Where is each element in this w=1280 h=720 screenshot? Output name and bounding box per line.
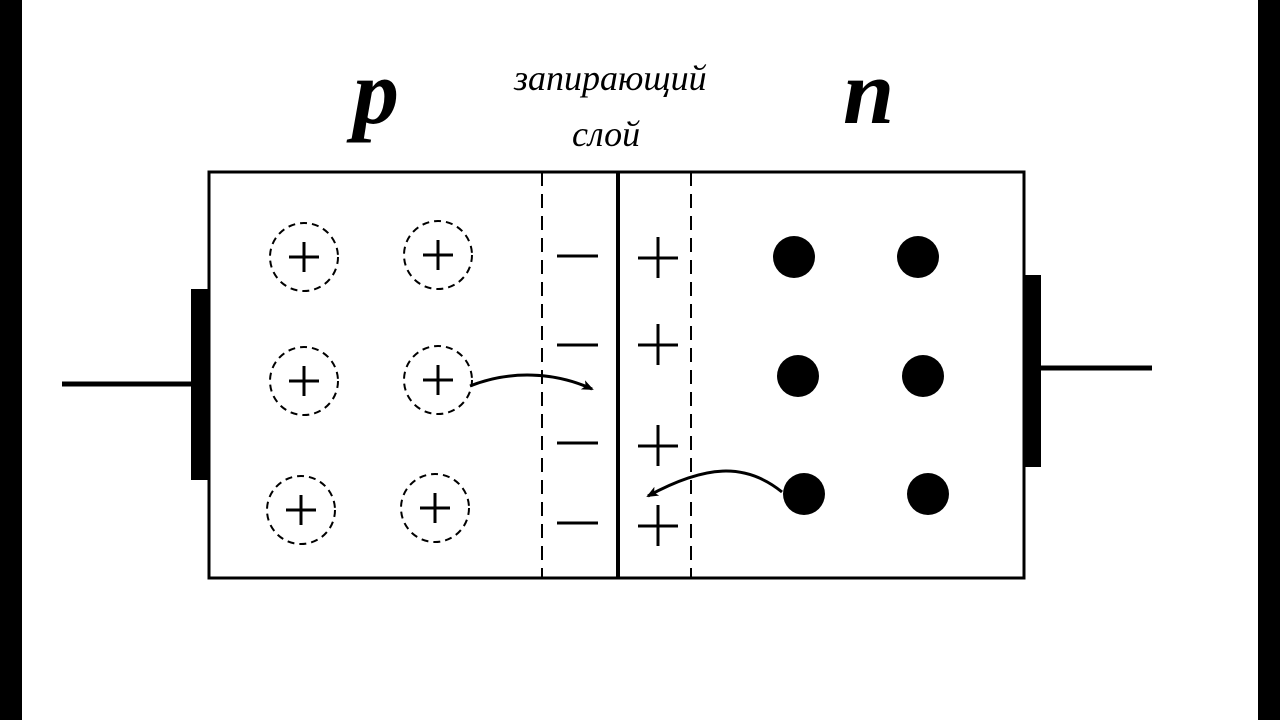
hole <box>403 345 473 415</box>
electron <box>783 473 825 515</box>
hole <box>269 346 339 416</box>
hole <box>400 473 470 543</box>
electron <box>902 355 944 397</box>
hole <box>269 222 339 292</box>
plus-sign <box>638 237 678 278</box>
p-region-holes <box>266 220 473 545</box>
hole <box>403 220 473 290</box>
negative-ions <box>557 254 598 525</box>
barrier-layer-label-line1: запирающий <box>514 58 707 98</box>
plus-sign <box>638 425 678 466</box>
electron <box>773 236 815 278</box>
n-region-electrons <box>773 236 949 515</box>
right-contact <box>1024 275 1041 467</box>
barrier-layer-label-line2: слой <box>572 114 641 154</box>
hole-diffusion-arrow <box>469 373 594 391</box>
plus-sign <box>638 324 678 365</box>
n-region-label: n <box>843 41 895 143</box>
electron <box>777 355 819 397</box>
left-contact <box>191 289 209 480</box>
p-region-label: p <box>353 41 399 143</box>
electron-diffusion-arrow <box>646 469 783 498</box>
hole <box>266 475 336 545</box>
plus-sign <box>638 505 678 546</box>
electron <box>907 473 949 515</box>
positive-ions <box>638 237 678 546</box>
electron <box>897 236 939 278</box>
